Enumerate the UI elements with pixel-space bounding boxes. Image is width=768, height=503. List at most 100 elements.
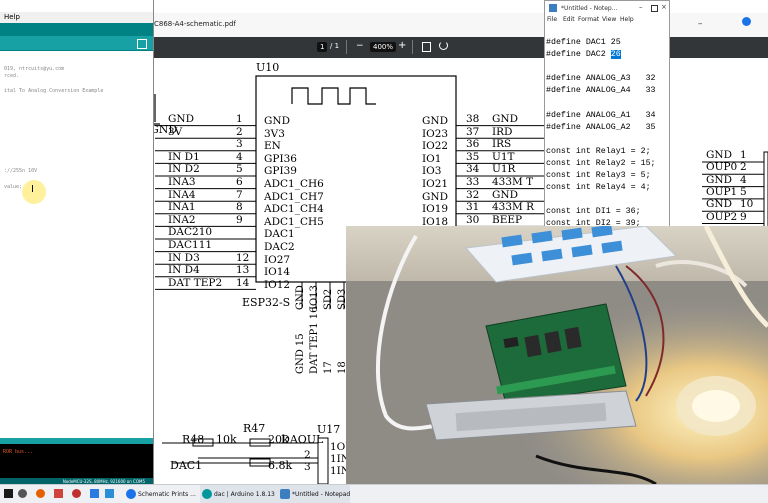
pinned-app-icon[interactable] xyxy=(18,489,27,498)
left-pin-number: 13 xyxy=(236,264,250,277)
maximize-button[interactable] xyxy=(651,5,658,12)
zoom-level[interactable]: 400% xyxy=(370,42,397,52)
taskbar-item-label: Schematic Prints ... xyxy=(138,491,196,498)
code-line-13[interactable]: const int Relay4 = 4; xyxy=(546,183,651,193)
code-line[interactable]: 019, ntrcuits@yu.com xyxy=(4,66,65,72)
out-net-label: GND xyxy=(706,173,732,186)
bottom-net-label: GND 15 xyxy=(295,333,306,374)
text-selection[interactable]: 26 xyxy=(610,50,621,60)
right-pin-name: IO22 xyxy=(422,140,449,153)
right-net-label: 433M R xyxy=(492,201,535,214)
left-net-label: IN D2 xyxy=(168,163,200,176)
pdf-tab-title[interactable]: C868-A4-schematic.pdf xyxy=(154,20,236,28)
code-line[interactable]: ://255n 10V xyxy=(4,168,38,174)
window-minimize-button[interactable]: – xyxy=(698,19,703,29)
notepad-icon xyxy=(280,489,290,499)
pinned-app-icon[interactable] xyxy=(72,489,81,498)
right-net-label: U1T xyxy=(492,150,515,163)
close-button[interactable]: × xyxy=(661,3,667,11)
left-net-label: INA2 xyxy=(168,213,196,226)
ide-status-bar: NodeMCU-32S, 80MHz, 921600 on COM5 xyxy=(0,478,153,484)
settings-icon[interactable] xyxy=(742,17,751,26)
r48-label: R48 xyxy=(182,433,205,446)
left-pin-number: 6 xyxy=(236,176,243,188)
pinned-app-icon[interactable] xyxy=(54,489,63,498)
menu-help[interactable]: Help xyxy=(620,16,634,23)
bottom-net-label: DAT TEP1 16 xyxy=(309,306,320,374)
taskbar-item-arduino[interactable]: dac | Arduino 1.8.13 xyxy=(200,485,278,503)
bottom-pin-name: SD2 xyxy=(323,288,334,310)
zoom-in-button[interactable]: + xyxy=(398,40,407,51)
r47-label: R47 xyxy=(243,422,266,435)
code-line-4[interactable]: #define ANALOG_A3 32 xyxy=(546,74,656,84)
zoom-out-button[interactable]: − xyxy=(356,41,364,51)
u17-pin-name: 1IN xyxy=(330,465,351,477)
right-net-label: 433M T xyxy=(492,176,534,188)
code-line-1[interactable]: #define DAC1 25 xyxy=(546,38,621,47)
menu-view[interactable]: View xyxy=(602,16,617,23)
out-pin-number: 4 xyxy=(740,173,747,186)
menu-help[interactable]: Help xyxy=(4,13,20,21)
code-line-15[interactable]: const int DI1 = 36; xyxy=(546,207,641,217)
code-line-8[interactable]: #define ANALOG_A2 35 xyxy=(546,122,656,132)
pinned-app-icon[interactable] xyxy=(105,489,114,498)
left-pin-name: GPI36 xyxy=(264,152,297,165)
fit-page-icon[interactable] xyxy=(422,42,431,52)
left-pin-name: IO12 xyxy=(264,278,291,291)
u17-pin-name: 1IN xyxy=(330,453,351,465)
code-line-2[interactable]: #define DAC2 xyxy=(546,50,611,60)
power-strip xyxy=(464,226,678,283)
out-pin-number: 1 xyxy=(740,149,747,161)
console-divider xyxy=(0,438,153,444)
r3-value: 6.8k xyxy=(268,459,293,472)
pinned-app-icon[interactable] xyxy=(90,489,99,498)
left-net-label: DAC210 xyxy=(168,226,213,239)
chrome-icon xyxy=(126,489,136,499)
menu-format[interactable]: Format xyxy=(578,16,600,23)
left-pin-name: ADC1_CH4 xyxy=(264,203,324,216)
right-net-label: U1R xyxy=(492,163,516,176)
code-line[interactable]: rced. xyxy=(4,73,20,79)
left-net-label: INA3 xyxy=(168,176,196,188)
code-line-5[interactable]: #define ANALOG_A4 33 xyxy=(546,86,656,96)
u17-pin-number: 2 xyxy=(304,449,311,461)
code-line-7[interactable]: #define ANALOG_A1 34 xyxy=(546,110,656,120)
left-net-label: GND xyxy=(168,113,194,125)
code-line-12[interactable]: const int Relay3 = 5; xyxy=(546,171,651,181)
pdf-toolbar: 1 / 1 − 400% + xyxy=(150,37,768,58)
code-line[interactable]: ital To Analog Conversion Example xyxy=(4,88,104,94)
menu-file[interactable]: File xyxy=(547,16,558,23)
code-line[interactable]: value; xyxy=(4,184,23,190)
left-pin-name: EN xyxy=(264,140,281,153)
arduino-ide-window: Help 019, ntrcuits@yu.com rced. ital To … xyxy=(0,0,154,484)
right-pin-number: 33 xyxy=(466,176,480,188)
left-pin-name: GPI39 xyxy=(264,165,297,178)
rotate-icon[interactable] xyxy=(439,41,448,50)
code-line-11[interactable]: const int Relay2 = 15; xyxy=(546,158,656,168)
cursor-highlight xyxy=(22,180,46,204)
left-pin-name: IO27 xyxy=(264,253,291,266)
taskbar-item-chrome[interactable]: Schematic Prints ... xyxy=(124,485,196,503)
right-net-label: IRS xyxy=(492,138,512,151)
right-net-label: BEEP xyxy=(492,213,523,226)
right-pin-number: 38 xyxy=(466,113,480,125)
start-icon[interactable] xyxy=(4,489,13,498)
right-pin-name: IO23 xyxy=(422,127,449,140)
minimize-button[interactable]: – xyxy=(639,3,643,11)
firefox-icon[interactable] xyxy=(36,489,45,498)
board-status: NodeMCU-32S, 80MHz, 921600 on COM5 xyxy=(62,479,145,484)
tab-menu-icon[interactable] xyxy=(137,39,147,49)
code-line-16[interactable]: const int DI2 = 39; xyxy=(546,219,641,229)
taskbar-item-notepad[interactable]: *Untitled - Notepad xyxy=(278,485,350,503)
daoul-label: DAOUL xyxy=(281,433,324,446)
left-pin-name: DAC1 xyxy=(264,228,295,241)
taskbar: Schematic Prints ... dac | Arduino 1.8.1… xyxy=(0,484,768,503)
page-number-input[interactable]: 1 xyxy=(317,42,328,52)
left-pin-name: DAC2 xyxy=(264,241,295,253)
left-pin-number: 8 xyxy=(236,201,243,214)
pdf-tab-bar: C868-A4-schematic.pdf – xyxy=(150,13,768,38)
menu-edit[interactable]: Edit xyxy=(563,16,575,23)
left-pin-number: 2 xyxy=(236,125,243,138)
code-line-10[interactable]: const int Relay1 = 2; xyxy=(546,146,651,156)
notepad-text-area[interactable]: #define DAC1 25 #define DAC2 26 #define … xyxy=(546,37,656,231)
